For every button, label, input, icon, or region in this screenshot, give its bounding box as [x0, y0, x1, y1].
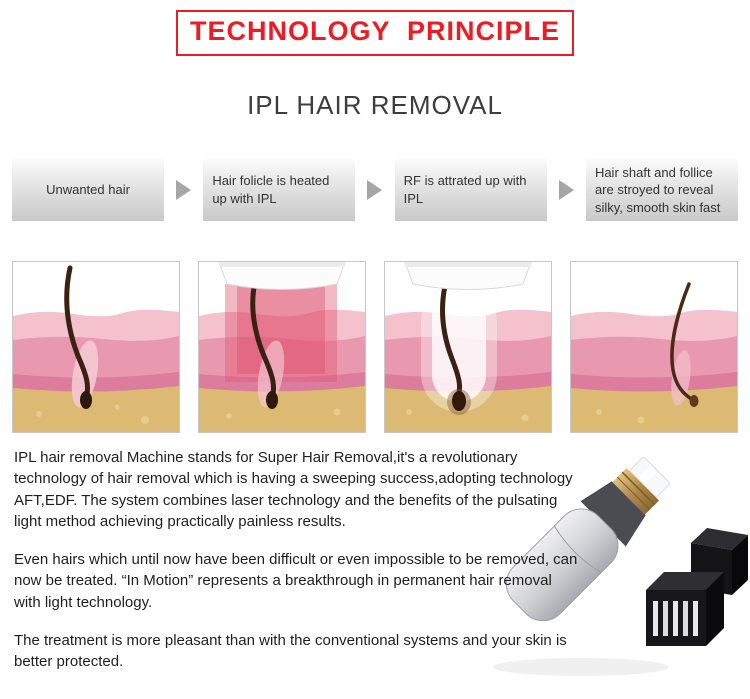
skin-layers: [571, 309, 737, 432]
illustration-step-2: [198, 261, 366, 433]
loose-hair: [670, 282, 699, 407]
illustration-step-4: [570, 261, 738, 433]
ipl-beam: [225, 284, 337, 382]
section-heading: IPL HAIR REMOVAL: [247, 90, 503, 120]
description-section: IPL hair removal Machine stands for Supe…: [0, 447, 750, 697]
paragraph-3: The treatment is more pleasant than with…: [14, 632, 567, 671]
hair-removed-illustration: [571, 262, 737, 432]
flow-step-3-label: RF is attrated up with IPL: [403, 173, 527, 206]
arrow-right-icon: [367, 180, 383, 200]
skin-layers: [199, 309, 365, 432]
illustration-step-1: [12, 261, 180, 433]
title-box: TECHNOLOGY PRINCIPLE: [176, 10, 574, 56]
illustration-row: [0, 261, 750, 433]
rf-glow-illustration: [385, 262, 551, 432]
unwanted-hair-illustration: [13, 262, 179, 432]
hair-follicle: [250, 275, 285, 409]
flow-step-1: Unwanted hair: [12, 159, 164, 221]
ipl-device-head: [404, 262, 532, 290]
illustration-step-3: [384, 261, 552, 433]
ipl-heating-illustration: [199, 262, 365, 432]
ipl-handpiece-image: [486, 455, 748, 683]
filter-box-large: [646, 572, 724, 646]
handpiece: [505, 456, 671, 622]
flow-step-3: RF is attrated up with IPL: [394, 159, 547, 221]
paragraph-1: IPL hair removal Machine stands for Supe…: [14, 449, 573, 530]
ipl-handpiece-illustration: [493, 456, 748, 676]
hair-follicle: [64, 265, 99, 409]
flow-step-4-label: Hair shaft and follice are stroyed to re…: [594, 164, 721, 215]
process-flow: Unwanted hair Hair folicle is heated up …: [0, 159, 750, 221]
description-paragraphs: IPL hair removal Machine stands for Supe…: [14, 447, 580, 673]
flow-step-1-label: Unwanted hair: [46, 182, 130, 198]
ipl-device-head: [218, 262, 346, 290]
page-title: TECHNOLOGY PRINCIPLE: [189, 16, 561, 46]
arrow-right-icon: [558, 180, 574, 200]
rf-glow: [421, 284, 497, 412]
flow-step-2: Hair folicle is heated up with IPL: [203, 159, 356, 221]
arrow-right-icon: [176, 180, 192, 200]
hair-follicle: [440, 283, 471, 415]
flow-step-2-label: Hair folicle is heated up with IPL: [212, 173, 330, 206]
flow-step-4: Hair shaft and follice are stroyed to re…: [585, 159, 738, 221]
paragraph-2: Even hairs which until now have been dif…: [14, 551, 578, 611]
